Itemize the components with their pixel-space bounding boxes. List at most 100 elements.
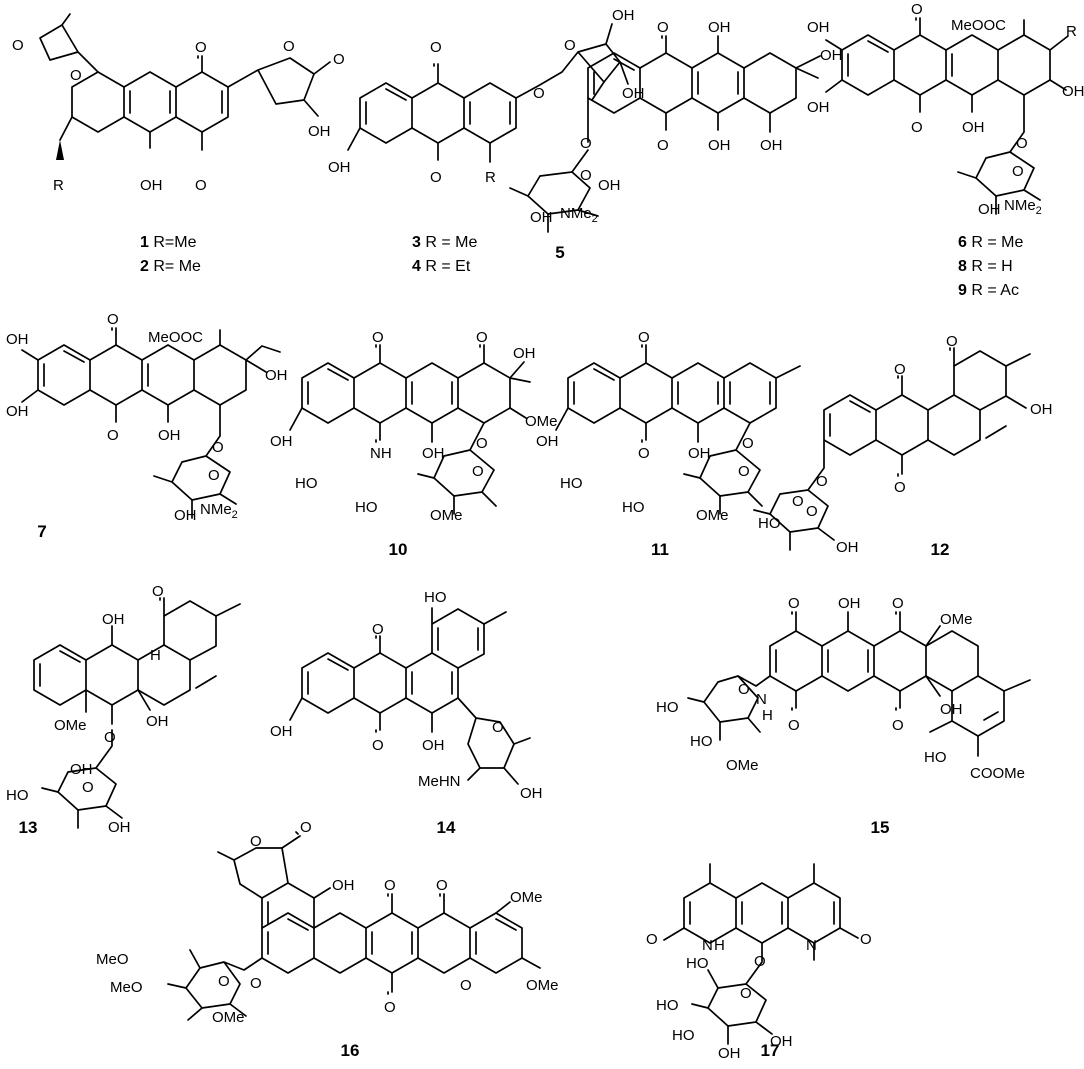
compound-number-12: 12 [931, 540, 950, 559]
structure-16: O O OH O O OMe MeO MeO O O OMe O O OMe [96, 819, 559, 1026]
structure-15: O OH O OMe HO O H N HO OMe O OH O HO COO… [656, 595, 1031, 782]
atom-label: MeO [96, 951, 129, 968]
atom-label: OMe [696, 507, 729, 524]
compound-number-14: 14 [437, 818, 456, 837]
compound-number-11: 11 [651, 540, 669, 559]
atom-label: O [492, 719, 504, 736]
atom-label: OH [328, 159, 351, 176]
atom-label: OH [718, 1045, 741, 1062]
atom-label: O [107, 311, 119, 328]
atom-label: OH [146, 713, 169, 730]
atom-label: R [485, 169, 496, 186]
atom-label: HO [424, 589, 447, 606]
atom-label: O [1016, 135, 1028, 152]
atom-label: MeO [110, 979, 143, 996]
atom-label: N [756, 691, 767, 708]
atom-label: O [911, 1, 923, 18]
atom-label: OH [708, 137, 731, 154]
compound-number-7: 7 [37, 522, 46, 541]
structure-17: O N H N O HO HO O O HO OH OH [646, 863, 872, 1062]
atom-label: OH [108, 819, 131, 836]
atom-label: HO [672, 1027, 695, 1044]
atom-label: OH [520, 785, 543, 802]
compound-label-3: 3 R = Me [412, 234, 477, 251]
atom-label: O [430, 169, 442, 186]
atom-label: OMe [212, 1009, 245, 1026]
atom-label: O [788, 717, 800, 734]
atom-label: NMe2 [1004, 197, 1042, 217]
atom-label: COOMe [970, 765, 1025, 782]
atom-label: OMe [510, 889, 543, 906]
atom-label: OH [838, 595, 861, 612]
compound-label-6: 6 R = Me [958, 234, 1023, 251]
atom-label: OH [158, 427, 181, 444]
atom-label: HO [560, 475, 583, 492]
atom-label: R [1066, 23, 1077, 40]
atom-label: OMe [430, 507, 463, 524]
atom-label: OH [688, 445, 711, 462]
atom-label: HO [656, 997, 679, 1014]
substituent-label: R = Me [971, 234, 1023, 251]
atom-label: O [788, 595, 800, 612]
atom-label: O [430, 39, 442, 56]
compound-number: 2 [140, 258, 149, 275]
atom-label: O [657, 137, 669, 154]
atom-label: O [738, 681, 750, 698]
atom-label: OH [530, 209, 553, 226]
atom-label: OH [760, 137, 783, 154]
atom-label: O [806, 503, 818, 520]
atom-label: HO [622, 499, 645, 516]
atom-label: HO [686, 955, 709, 972]
atom-label: OH [612, 7, 635, 24]
atom-label: OMe [54, 717, 87, 734]
compound-label-4: 4 R = Et [412, 258, 471, 275]
atom-label: OH [422, 445, 445, 462]
atom-label: O [646, 931, 658, 948]
compound-number: 4 [412, 258, 421, 275]
atom-label: O [792, 493, 804, 510]
atom-label: O [657, 19, 669, 36]
atom-label: O [564, 37, 576, 54]
atom-label: O [82, 779, 94, 796]
atom-label: O [754, 953, 766, 970]
atom-label: O [12, 37, 24, 54]
atom-label: H [762, 707, 773, 724]
atom-label: O [372, 621, 384, 638]
compound-number: 6 [958, 234, 967, 251]
atom-label: O [333, 51, 345, 68]
atom-label: O [436, 877, 448, 894]
atom-label: OH [536, 433, 559, 450]
atom-label: OH [265, 367, 288, 384]
atom-label: O [638, 329, 650, 346]
compound-label-8: 8 R = H [958, 258, 1013, 275]
atom-label: N [806, 937, 817, 954]
atom-label: O [70, 67, 82, 84]
structure-7: OH O MeOOC OH OH O OH O O OH NMe2 [6, 311, 288, 524]
compound-number-16: 16 [341, 1041, 360, 1060]
atom-label: O [894, 479, 906, 496]
atom-label: R [53, 177, 64, 194]
atom-label: HO [924, 749, 947, 766]
atom-label: OH [332, 877, 355, 894]
atom-label: O [580, 167, 592, 184]
substituent-label: R = H [971, 258, 1012, 275]
substituent-label: R=Me [153, 234, 196, 251]
atom-label: OH [270, 433, 293, 450]
atom-label: O [300, 819, 312, 836]
atom-label: OH [513, 345, 536, 362]
atom-label: O [283, 38, 295, 55]
structure-10: O O OH OMe OH NH OH O O HO HO OMe [270, 329, 558, 524]
atom-label: O [738, 463, 750, 480]
substituent-label: R = Ac [971, 282, 1019, 299]
atom-label: O [460, 977, 472, 994]
atom-label: O [384, 877, 396, 894]
atom-label: O [212, 439, 224, 456]
atom-label: OH [140, 177, 163, 194]
atom-label: O [580, 135, 592, 152]
atom-label: HO [295, 475, 318, 492]
compound-number-13: 13 [19, 818, 38, 837]
atom-label: O [892, 595, 904, 612]
compound-number: 8 [958, 258, 967, 275]
atom-label: O [195, 177, 207, 194]
atom-label: OMe [726, 757, 759, 774]
